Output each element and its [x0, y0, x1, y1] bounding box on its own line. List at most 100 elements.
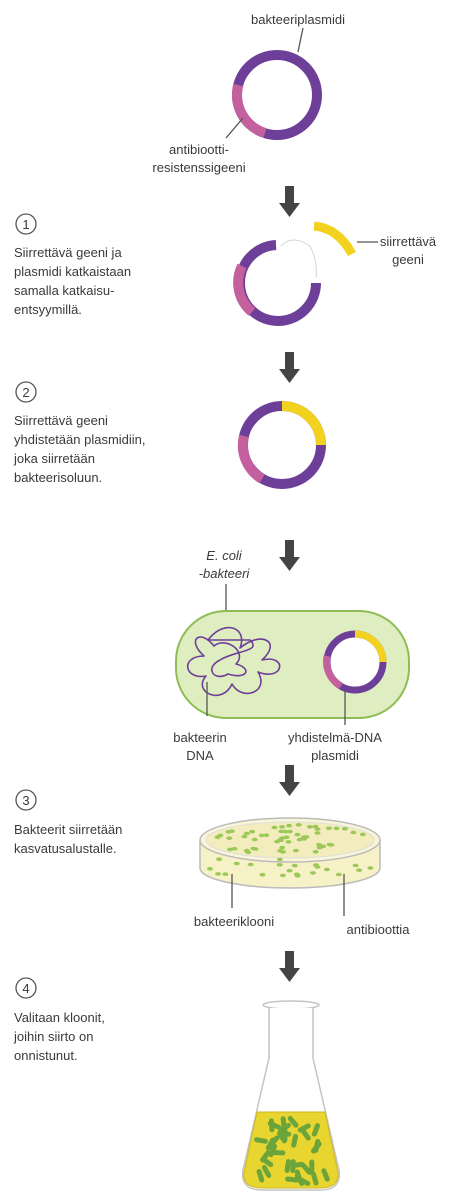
bacterium: [321, 1168, 330, 1182]
colony: [228, 829, 235, 833]
colony: [251, 837, 258, 842]
erlenmeyer-flask: [241, 1000, 341, 1191]
colony: [231, 846, 238, 851]
step-number: 4: [22, 981, 29, 996]
bacterium: [254, 1137, 268, 1144]
colony: [243, 848, 250, 853]
bacterium: [287, 1115, 299, 1128]
colony: [227, 847, 233, 852]
colony: [326, 842, 333, 847]
colony: [286, 868, 293, 873]
colony: [292, 848, 299, 853]
arrow-down-icon: [279, 186, 300, 217]
step-number-circle: [15, 213, 37, 235]
colony: [350, 830, 357, 835]
bact-dna-label-line1: bakteerin: [173, 730, 226, 745]
bacterium: [256, 1169, 265, 1183]
colony: [249, 829, 256, 834]
colony: [282, 829, 289, 834]
colony: [226, 836, 233, 840]
colony: [263, 833, 270, 837]
step-number-circle: [15, 789, 37, 811]
ecoli-label-line2: -bakteeri: [199, 566, 251, 581]
resistance-label-line2: resistenssigeeni: [152, 160, 245, 175]
inserted-gene-segment: [354, 630, 387, 663]
colony: [341, 826, 348, 831]
step-text-line: plasmidi katkaistaan: [14, 264, 131, 279]
colony: [333, 826, 340, 831]
arrow-down-icon: [279, 540, 300, 571]
colony: [356, 868, 363, 872]
step-number: 3: [22, 793, 29, 808]
clone-label: bakteeriklooni: [194, 914, 274, 929]
plasmid-label: bakteeriplasmidi: [251, 12, 345, 27]
step-text-line: bakteerisoluun.: [14, 470, 102, 485]
recombinant-label-line1: yhdistelmä-DNA: [288, 730, 382, 745]
colony: [283, 835, 290, 840]
colony: [285, 840, 292, 844]
colony: [259, 872, 266, 877]
ecoli-label-line1: E. coli: [206, 548, 243, 563]
bacterium: [290, 1159, 296, 1174]
resistance-gene-segment: [231, 83, 267, 138]
colony: [276, 863, 283, 867]
colony: [233, 861, 240, 866]
insert-label-line2: geeni: [392, 252, 424, 267]
colony: [359, 832, 366, 837]
bacterium: [313, 1138, 321, 1153]
colony: [217, 833, 224, 838]
colony: [207, 867, 213, 871]
colony: [250, 846, 257, 851]
colony: [352, 863, 359, 868]
resistance-gene-segment: [323, 655, 343, 690]
colony: [247, 862, 254, 867]
step-number: 1: [22, 217, 29, 232]
colony: [286, 823, 292, 828]
bacterium: [278, 1122, 291, 1133]
bacterium: [311, 1171, 319, 1186]
colony: [215, 872, 222, 876]
petri-dish: [199, 817, 381, 889]
arrow-down-icon: [279, 951, 300, 982]
step-text-line: Siirrettävä geeni ja: [14, 245, 122, 260]
colony: [312, 863, 319, 867]
colony: [367, 866, 374, 870]
colony: [241, 834, 248, 839]
colony: [279, 873, 286, 878]
step-4: 4 Valitaan kloonit, joihin siirto on onn…: [13, 977, 105, 1063]
step-text-line: entsyymillä.: [14, 302, 82, 317]
resistance-label-line1: antibiootti-: [169, 142, 229, 157]
colony: [280, 850, 286, 854]
antibiotic-label: antibioottia: [347, 922, 411, 937]
colony: [271, 825, 278, 830]
bacterium: [268, 1135, 280, 1148]
step-text-line: Bakteerit siirretään: [14, 822, 122, 837]
plasmid-recombinant: [237, 401, 326, 489]
colony: [294, 874, 301, 878]
step-2: 2 Siirrettävä geeni yhdistetään plasmidi…: [13, 381, 146, 485]
step-text-line: kasvatusalustalle.: [14, 841, 117, 856]
bacterium-cell: [175, 610, 410, 719]
insert-gene-fragment: [313, 221, 356, 257]
step-3: 3 Bakteerit siirretään kasvatusalustalle…: [14, 789, 122, 856]
colony: [320, 844, 327, 849]
plasmid-inner: [324, 631, 386, 693]
bacterium: [260, 1150, 271, 1163]
colony: [276, 857, 283, 862]
colony: [294, 832, 301, 837]
step-text-line: Siirrettävä geeni: [14, 413, 108, 428]
colony: [335, 872, 342, 877]
recombinant-label-line2: plasmidi: [311, 748, 359, 763]
bacterial-colonies: [207, 823, 374, 878]
colony: [222, 872, 229, 876]
arrow-down-icon: [279, 765, 300, 796]
colony: [312, 850, 319, 854]
bacterium: [311, 1123, 321, 1137]
bacterium: [291, 1133, 299, 1148]
step-text-line: joka siirretään: [13, 451, 95, 466]
bacterium: [294, 1173, 305, 1186]
colony: [306, 825, 313, 829]
step-text-line: samalla katkaisu-: [14, 283, 114, 298]
step-text-line: Valitaan kloonit,: [14, 1010, 105, 1025]
